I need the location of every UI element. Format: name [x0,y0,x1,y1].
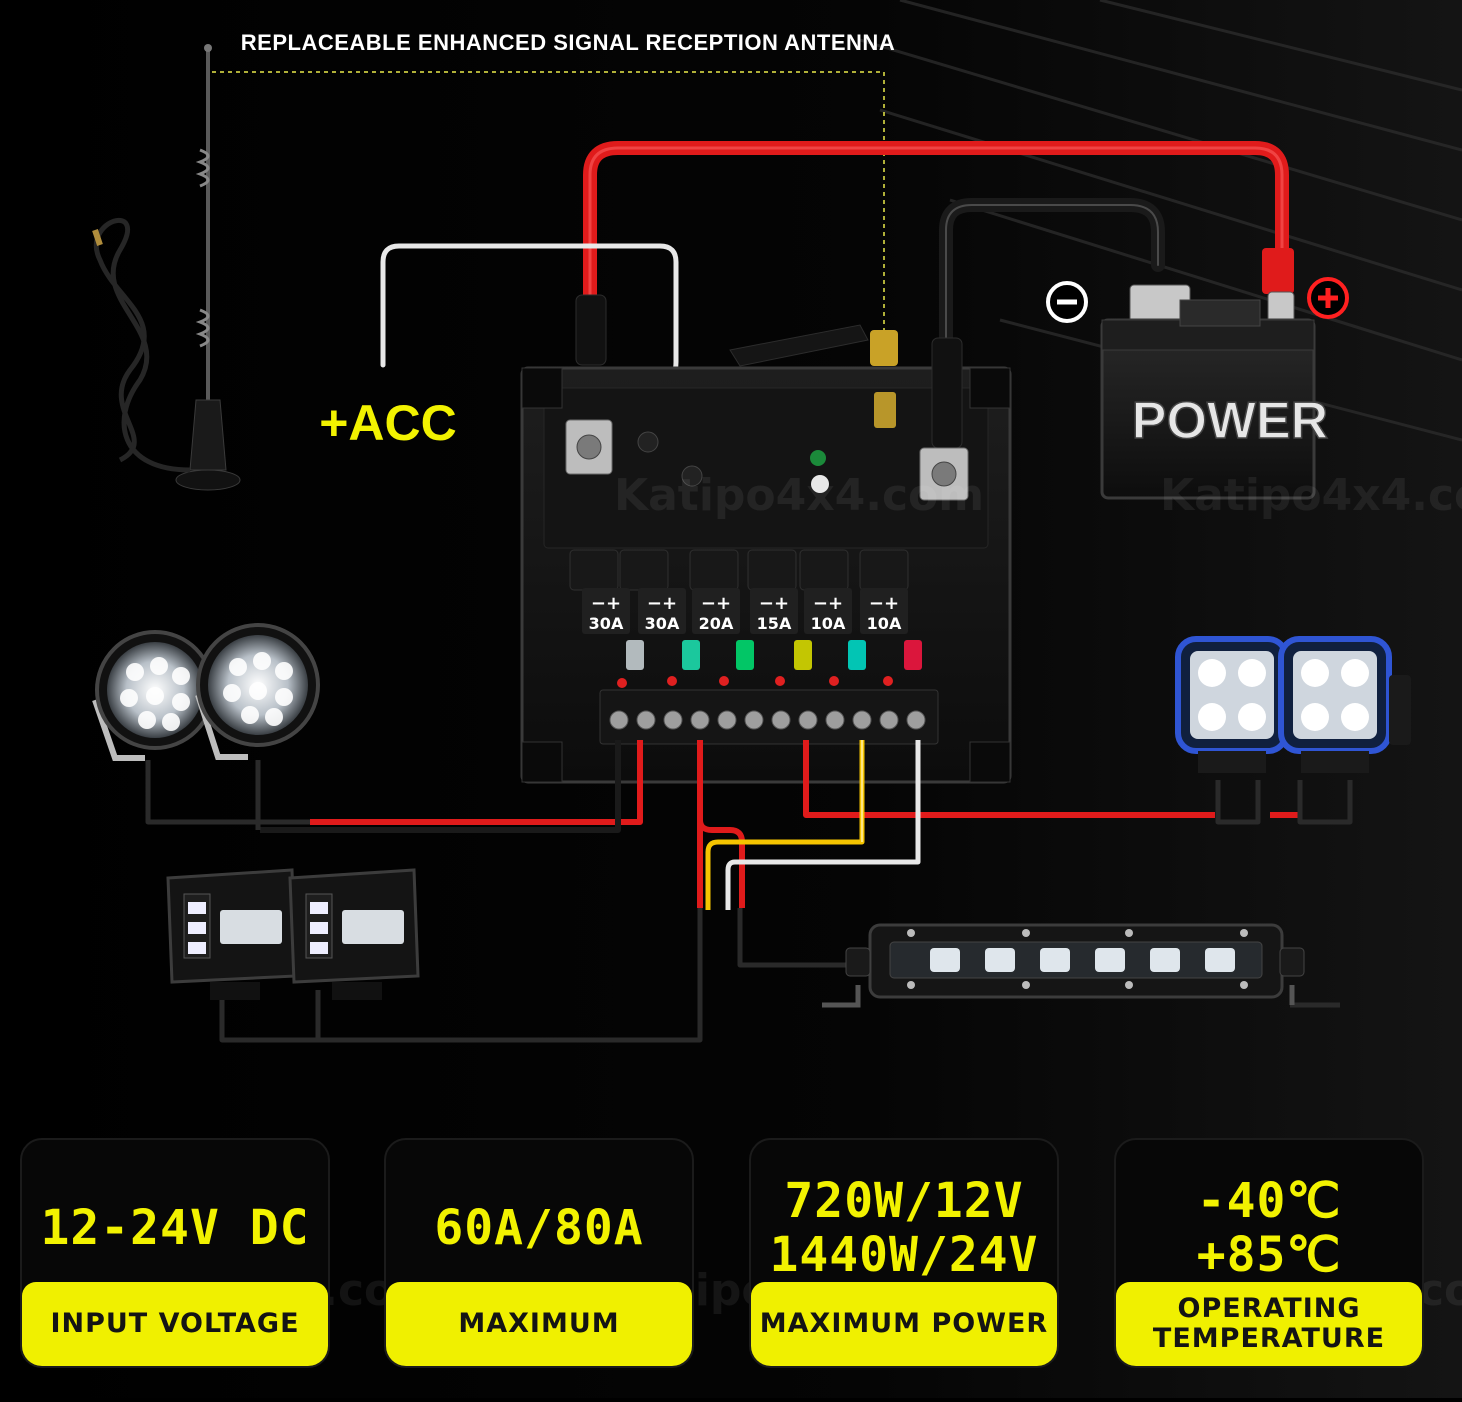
fuse-rating: 30A [589,614,624,633]
output-wires [145,740,1353,1043]
fuse-6: −+10A [860,588,922,670]
fuse-rating: 15A [757,614,792,633]
spec-value-line: +85℃ [1196,1227,1342,1283]
fuse-5: −+10A [804,588,866,670]
spec-value: 12-24V DC [22,1158,328,1298]
acc-label: +ACC [319,395,457,451]
spec-card-input-voltage: 12-24V DC INPUT VOLTAGE [20,1138,330,1368]
fuse-3: −+20A [692,588,754,670]
spec-label: INPUT VOLTAGE [22,1282,328,1366]
fuse-label-plate [692,588,740,634]
blue-pod-lights [1175,636,1411,773]
fuse-label-plate [750,588,798,634]
watermark: Katipo4x4.com [1160,470,1462,521]
fuse-array: −+30A−+30A−+20A−+15A−+10A−+10A [582,588,922,670]
antenna-caption: REPLACEABLE ENHANCED SIGNAL RECEPTION AN… [241,30,895,55]
watermark: Katipo4x4.com [614,470,985,521]
relay-control-box [520,294,1012,784]
spec-value-line: 720W/12V [784,1173,1024,1229]
fuse-polarity: −+ [701,593,731,614]
fuse-label-plate [582,588,630,634]
power-wire-ground [939,198,1165,352]
spec-value-line: -40℃ [1196,1173,1342,1229]
fuse-1: −+30A [582,588,644,670]
fuse-2: −+30A [638,588,700,670]
spec-value-line: 1440W/24V [769,1227,1039,1283]
spec-card-operating-temperature: -40℃ +85℃ OPERATING TEMPERATURE [1114,1138,1424,1368]
fuse-polarity: −+ [759,593,789,614]
antenna-leader [212,71,885,330]
fuse-rating: 20A [699,614,734,633]
spec-label: MAXIMUM POWER [751,1282,1057,1366]
spec-card-maximum-current: 60A/80A MAXIMUM [384,1138,694,1368]
power-wire-positive [583,141,1289,307]
led-light-bar [822,923,1305,1008]
spec-card-maximum-power: 720W/12V 1440W/24V MAXIMUM POWER [749,1138,1059,1368]
fuse-polarity: −+ [869,593,899,614]
cube-driving-lights [166,868,420,1000]
fuse-rating: 10A [811,614,846,633]
spec-label-line: MAXIMUM [458,1308,620,1339]
fuse-label-plate [804,588,852,634]
spec-value: 720W/12V 1440W/24V [751,1158,1057,1298]
round-work-lights [92,623,320,761]
fuse-rating: 30A [645,614,680,633]
spec-label-line: OPERATING [1177,1293,1361,1324]
car-battery: POWER [1046,248,1349,500]
fuse-label-plate [860,588,908,634]
spec-label: OPERATING TEMPERATURE [1116,1282,1422,1366]
fuse-polarity: −+ [647,593,677,614]
spec-label-line: INPUT VOLTAGE [50,1308,300,1339]
fuse-label-plate [638,588,686,634]
spec-value: -40℃ +85℃ [1116,1158,1422,1298]
spec-value-line: 60A/80A [434,1200,644,1256]
magnetic-antenna [92,44,241,491]
spec-label: MAXIMUM [386,1282,692,1366]
fuse-rating: 10A [867,614,902,633]
battery-label: POWER [1132,392,1328,450]
fuse-polarity: −+ [591,593,621,614]
fuse-body [904,640,922,670]
fuse-polarity: −+ [813,593,843,614]
fuse-body [794,640,812,670]
spec-label-line: MAXIMUM POWER [759,1308,1049,1339]
fuse-body [682,640,700,670]
spec-value: 60A/80A [386,1158,692,1298]
fuse-body [626,640,644,670]
fuse-body [736,640,754,670]
spec-label-line: TEMPERATURE [1152,1323,1386,1354]
fuse-4: −+15A [750,588,812,670]
spec-value-line: 12-24V DC [40,1200,310,1256]
fuse-body [848,640,866,670]
